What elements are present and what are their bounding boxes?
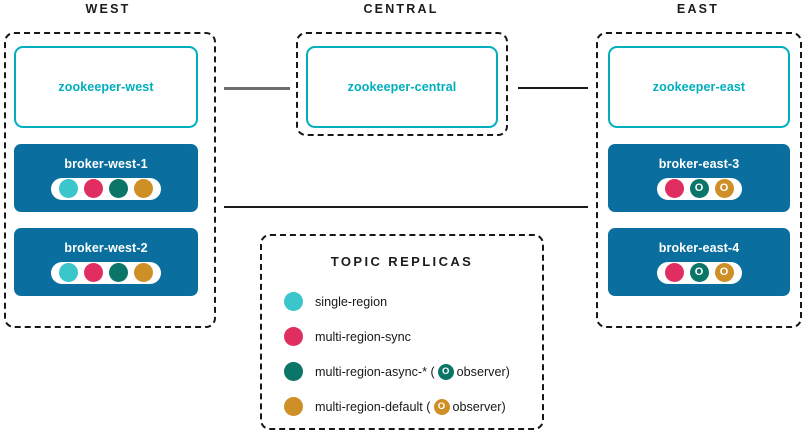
region-title-east: EAST <box>676 2 720 16</box>
broker-label-west-2: broker-west-2 <box>64 240 148 255</box>
legend-swatch-multi-region-sync <box>284 327 303 346</box>
legend-label-text: single-region <box>315 294 388 309</box>
replica-dot-multi-region-default-observer: O <box>714 179 734 198</box>
broker-label-east-3: broker-east-3 <box>658 156 740 171</box>
observer-glyph: O <box>719 266 729 278</box>
legend-label: single-region <box>315 295 387 309</box>
legend-label-text: multi-region-sync <box>315 329 411 344</box>
broker-node-west-1[interactable]: broker-west-1 <box>14 144 198 212</box>
replica-dot-multi-region-sync <box>664 263 684 282</box>
broker-label-east-4: broker-east-4 <box>658 240 740 255</box>
legend-label-text: multi-region-default ( <box>315 399 431 414</box>
legend-swatch-single-region <box>284 292 303 311</box>
legend-row: multi-region-sync <box>284 321 536 352</box>
legend-row: single-region <box>284 286 536 317</box>
legend-observer-icon: O <box>437 363 454 380</box>
replica-dot-multi-region-default <box>134 179 153 198</box>
replica-dot-multi-region-async <box>109 179 128 198</box>
broker-label-west-1: broker-west-1 <box>64 156 148 171</box>
replica-dot-multi-region-sync <box>84 263 103 282</box>
legend-container: TOPIC REPLICAS single-region multi-region… <box>260 234 544 430</box>
replica-dot-multi-region-default <box>134 263 153 282</box>
observer-glyph: O <box>719 182 729 194</box>
link-broker-west-east <box>224 206 588 208</box>
zookeeper-label-central: zookeeper-central <box>347 80 457 94</box>
legend-label: multi-region-sync <box>315 330 411 344</box>
legend-swatch-multi-region-async-* <box>284 362 303 381</box>
replica-dot-multi-region-default-observer: O <box>714 263 734 282</box>
legend-observer-suffix: observer) <box>452 399 506 414</box>
zookeeper-label-east: zookeeper-east <box>652 80 746 94</box>
legend-swatch-multi-region-default <box>284 397 303 416</box>
zookeeper-label-west: zookeeper-west <box>58 80 154 94</box>
legend-observer-glyph: O <box>437 400 446 412</box>
legend-label-text: multi-region-async-* ( <box>315 364 435 379</box>
observer-glyph: O <box>694 182 704 194</box>
region-title-central: CENTRAL <box>363 2 439 16</box>
replica-dot-multi-region-sync <box>664 179 684 198</box>
replica-dot-multi-region-async-observer: O <box>689 179 709 198</box>
legend-observer-glyph: O <box>441 365 450 377</box>
replica-pill-west-1 <box>51 177 161 200</box>
replica-dot-multi-region-async-observer: O <box>689 263 709 282</box>
replica-pill-west-2 <box>51 261 161 284</box>
broker-node-west-2[interactable]: broker-west-2 <box>14 228 198 296</box>
replica-dot-multi-region-async <box>109 263 128 282</box>
legend-title: TOPIC REPLICAS <box>330 254 474 269</box>
legend-observer-icon: O <box>433 398 450 415</box>
link-central-east <box>518 87 588 89</box>
region-title-west: WEST <box>85 2 131 16</box>
legend-items: single-region multi-region-sync multi-regi… <box>284 286 536 426</box>
link-west-central <box>224 87 290 90</box>
replica-dot-single-region <box>59 263 78 282</box>
zookeeper-node-west[interactable]: zookeeper-west <box>14 46 198 128</box>
zookeeper-node-central[interactable]: zookeeper-central <box>306 46 498 128</box>
legend-observer-suffix: observer) <box>456 364 510 379</box>
zookeeper-node-east[interactable]: zookeeper-east <box>608 46 790 128</box>
replica-dot-multi-region-sync <box>84 179 103 198</box>
observer-glyph: O <box>694 266 704 278</box>
replica-dot-single-region <box>59 179 78 198</box>
